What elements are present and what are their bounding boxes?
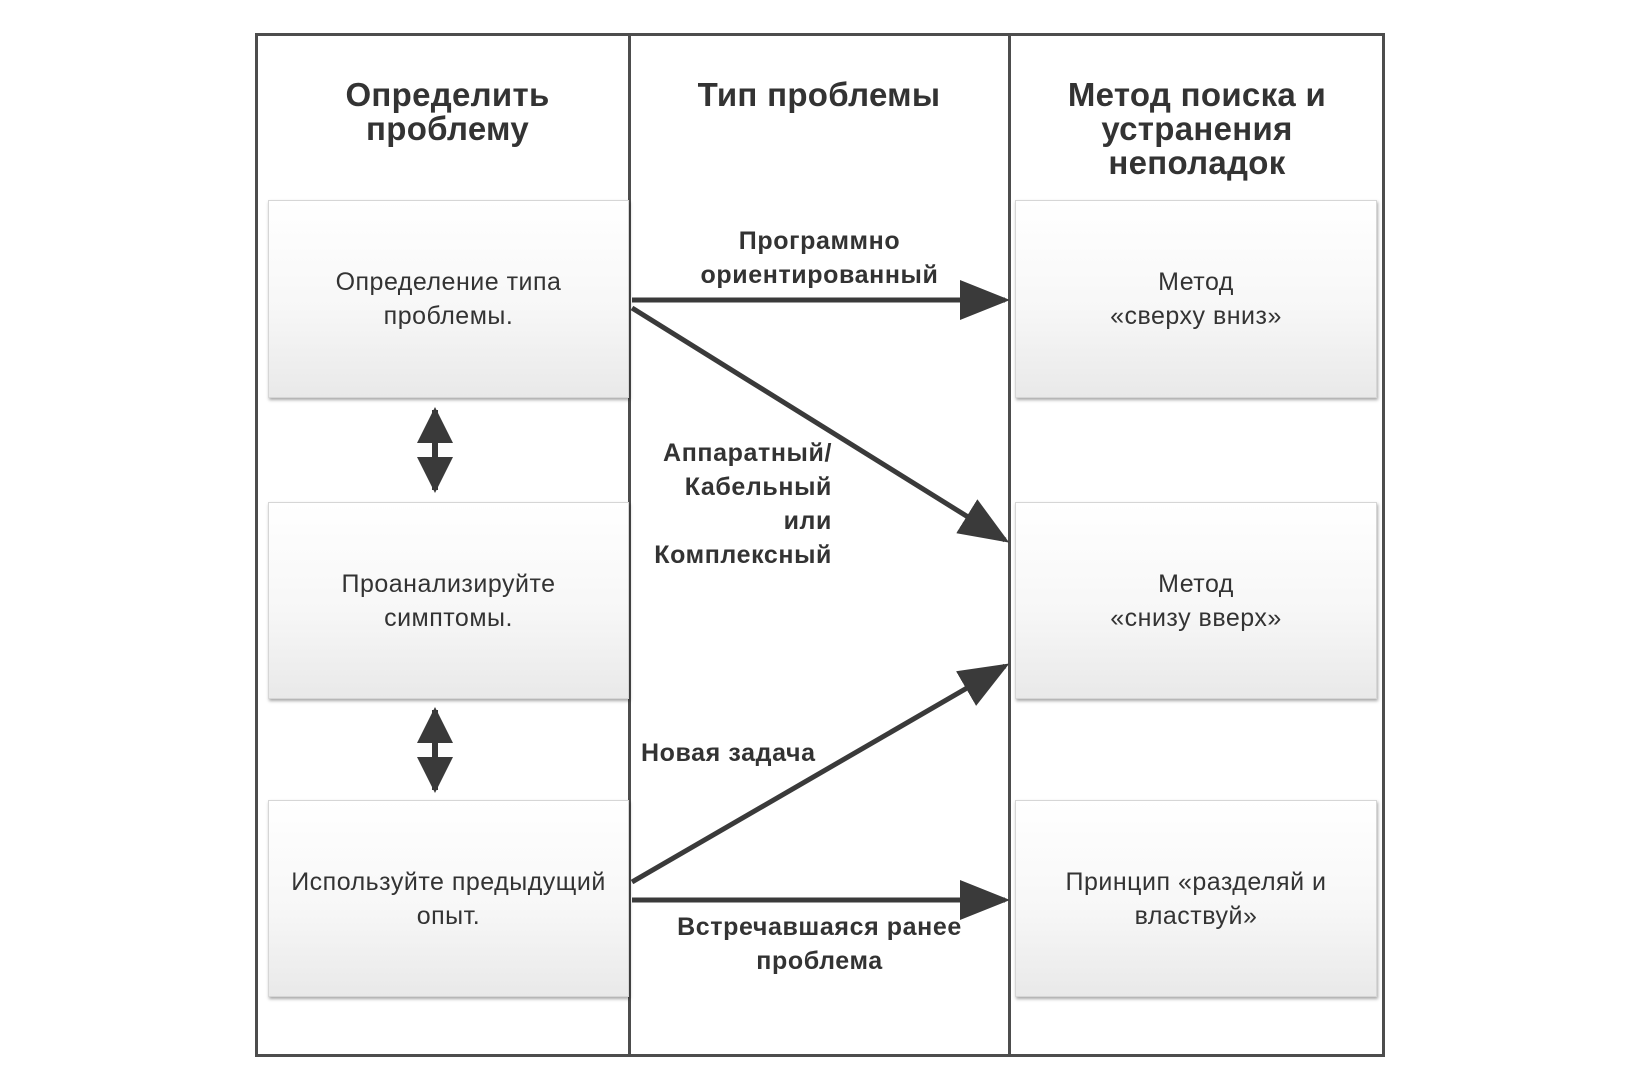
column-divider-right	[1008, 33, 1011, 1057]
arrow-new-task-to-bottom-up	[630, 663, 1010, 885]
step-text: Проанализируйте симптомы.	[341, 569, 556, 632]
step-text: Используйте предыдущий опыт.	[291, 867, 606, 930]
header-problem-type: Тип проблемы	[697, 76, 941, 113]
method-box-top-down: Метод «сверху вниз»	[1015, 200, 1377, 398]
step-box-identify-type: Определение типа проблемы.	[268, 200, 629, 398]
step-box-analyze-symptoms: Проанализируйте симптомы.	[268, 502, 629, 699]
diagram-frame	[255, 33, 1385, 1057]
header-define-problem: Определить проблему	[345, 76, 550, 147]
method-text: Принцип «разделяй и властвуй»	[1065, 867, 1327, 930]
label-hardware-cable-complex: Аппаратный/ Кабельный или Комплексный	[654, 439, 832, 569]
header-troubleshooting-method: Метод поиска и устранения неполадок	[1067, 76, 1327, 181]
method-text: Метод «снизу вверх»	[1110, 569, 1282, 632]
label-new-task: Новая задача	[641, 739, 816, 767]
label-known-problem: Встречавшаяся ранее проблема	[677, 913, 962, 975]
method-box-bottom-up: Метод «снизу вверх»	[1015, 502, 1377, 699]
arrow-hardware-to-bottom-up	[630, 305, 1010, 543]
step-text: Определение типа проблемы.	[335, 268, 562, 330]
label-software-oriented: Программно ориентированный	[700, 227, 939, 289]
method-box-divide-conquer: Принцип «разделяй и властвуй»	[1015, 800, 1377, 997]
step-box-use-experience: Используйте предыдущий опыт.	[268, 800, 629, 997]
column-divider-left	[628, 33, 631, 1057]
method-text: Метод «сверху вниз»	[1110, 268, 1282, 330]
